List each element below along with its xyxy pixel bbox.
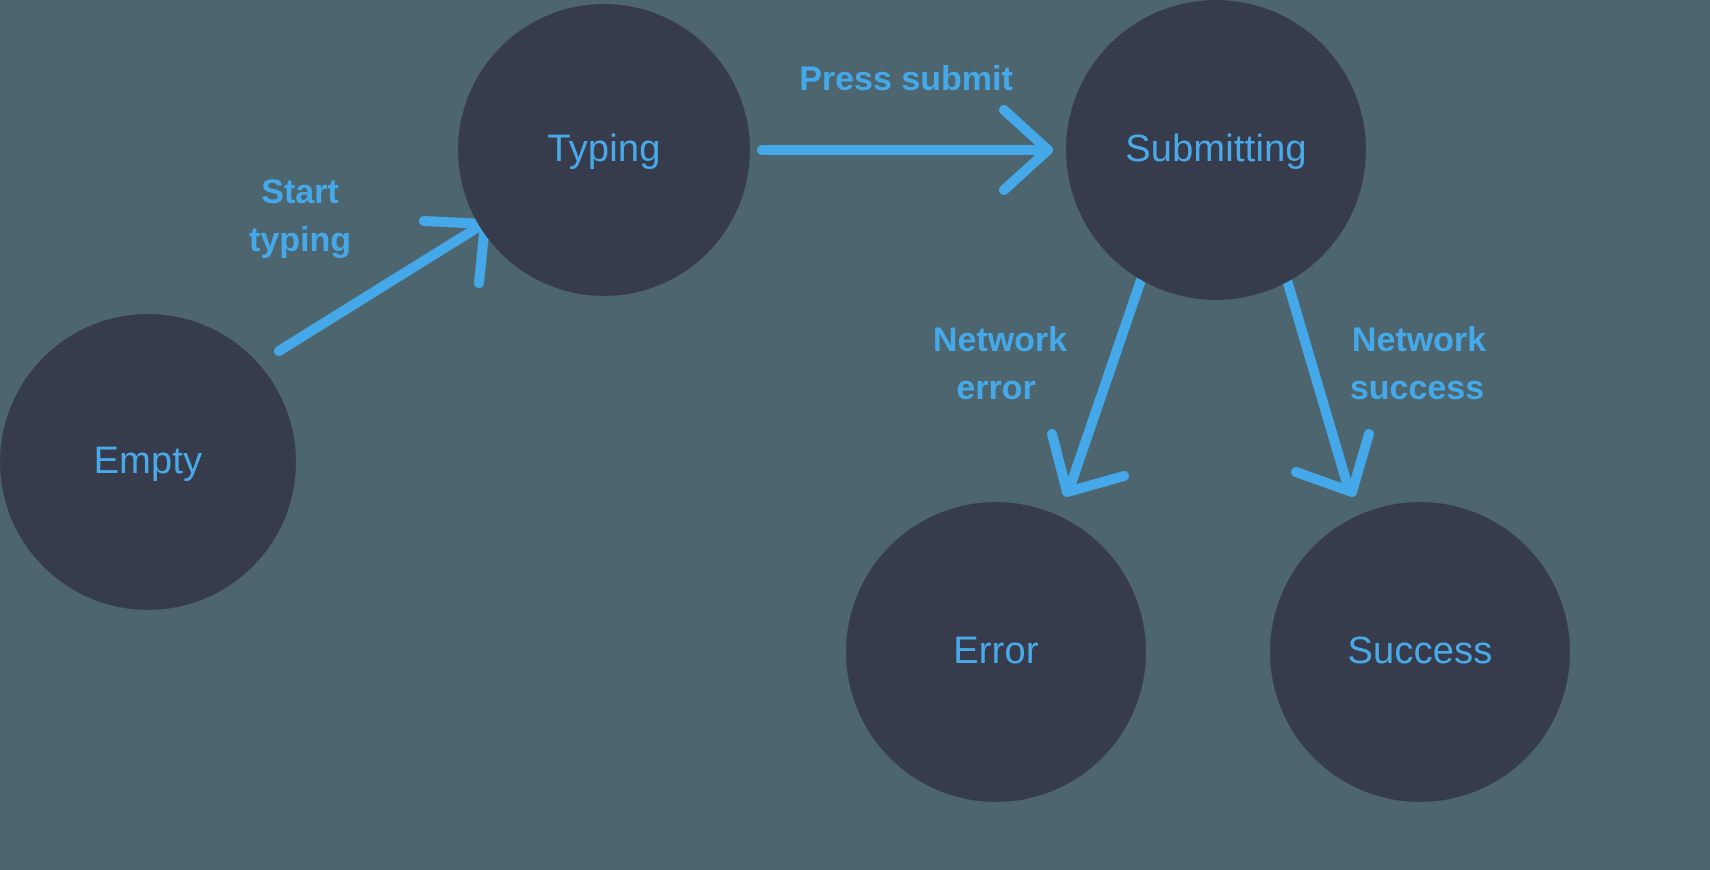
edge-network-error — [1047, 275, 1146, 497]
edge-label-network-error-line1: Network — [933, 321, 1067, 359]
state-node-success-label: Success — [1347, 630, 1492, 672]
edge-label-start-typing-line2: typing — [249, 221, 351, 259]
state-node-empty-circle[interactable] — [0, 314, 296, 610]
edge-label-start-typing: Start typing — [249, 173, 351, 259]
edge-network-success-arrowhead — [1291, 429, 1374, 497]
edge-label-start-typing-line1: Start — [261, 173, 338, 211]
state-node-error-label: Error — [953, 630, 1039, 672]
edge-network-success-line — [1282, 275, 1353, 492]
state-node-typing-label: Typing — [547, 128, 660, 170]
state-node-empty[interactable]: Empty — [0, 314, 296, 610]
edge-network-success — [1282, 275, 1374, 497]
edge-label-network-error: Network error — [933, 321, 1067, 407]
edge-label-network-success-line1: Network — [1352, 321, 1486, 359]
state-node-submitting[interactable]: Submitting — [1066, 0, 1366, 300]
edge-press-submit — [757, 105, 1053, 195]
edge-label-press-submit: Press submit — [799, 60, 1013, 98]
edge-start-typing-line — [274, 221, 485, 356]
state-node-typing-circle[interactable] — [458, 4, 750, 296]
state-node-typing[interactable]: Typing — [458, 4, 750, 296]
state-node-error-circle[interactable] — [846, 502, 1146, 802]
state-node-success-circle[interactable] — [1270, 502, 1570, 802]
edge-network-error-arrowhead — [1047, 429, 1129, 497]
state-node-success[interactable]: Success — [1270, 502, 1570, 802]
edge-label-network-success: Network success — [1350, 321, 1486, 407]
edge-press-submit-arrowhead — [999, 105, 1053, 195]
state-node-submitting-circle[interactable] — [1066, 0, 1366, 300]
state-node-submitting-label: Submitting — [1125, 128, 1307, 170]
edge-label-network-success-line2: success — [1350, 369, 1484, 407]
edge-network-error-line — [1065, 275, 1146, 492]
edge-label-network-error-line2: error — [956, 369, 1035, 407]
edge-label-press-submit-line1: Press submit — [799, 60, 1013, 98]
state-node-error[interactable]: Error — [846, 502, 1146, 802]
state-node-empty-label: Empty — [94, 440, 203, 482]
